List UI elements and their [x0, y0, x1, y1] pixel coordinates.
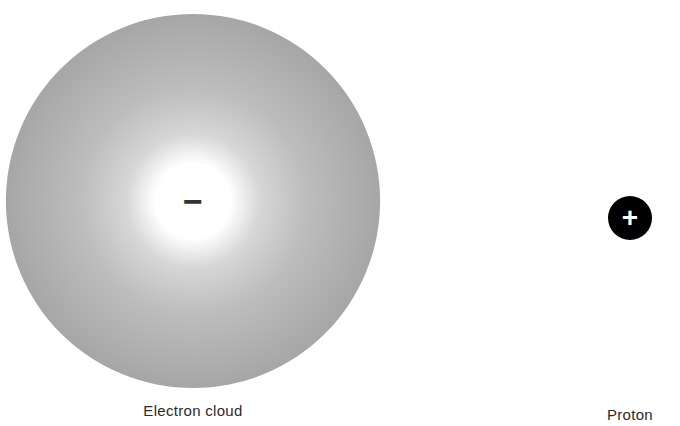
proton-circle: +Proton [608, 196, 652, 240]
cloud-label: Electron cloud [143, 402, 242, 419]
electron-cloud: −Electron cloud [4, 12, 382, 390]
proton-label: Proton [607, 406, 653, 423]
charge-sign: + [608, 196, 652, 240]
charge-sign: − [4, 12, 382, 390]
proton-disc [608, 196, 652, 240]
